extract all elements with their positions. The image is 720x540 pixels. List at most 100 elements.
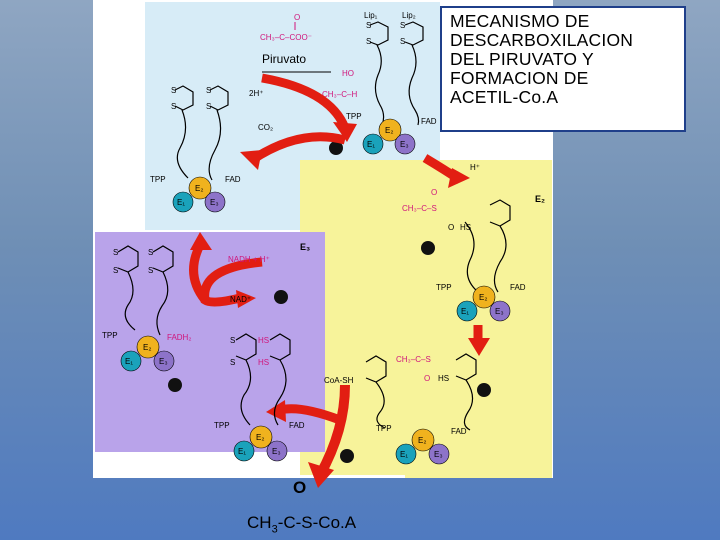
e1-yellow-label: E₁ xyxy=(461,307,469,316)
e1-bottom-label: E₁ xyxy=(238,447,246,456)
lip1-label: Lip₁ xyxy=(364,11,378,20)
title-line-4: FORMACION DE xyxy=(450,68,589,88)
e2-purple-label: E₂ xyxy=(143,343,151,352)
arrow-coa-head xyxy=(308,462,334,488)
lipoyl-yellow xyxy=(464,199,511,293)
e1-lt-label: E₁ xyxy=(177,198,185,207)
two-h-plus-label: 2H⁺ xyxy=(249,89,263,98)
arrow-nad-loop xyxy=(200,257,263,307)
s-lt-4: S xyxy=(206,102,211,111)
e2-lt-label: E₂ xyxy=(195,184,203,193)
e2-yellow xyxy=(472,285,496,309)
hs-red-1: HS xyxy=(258,336,269,345)
e3-purple xyxy=(153,350,175,372)
arrow-nad-head xyxy=(236,290,256,308)
s-top-1: S xyxy=(366,21,371,30)
arrow-top-yellow-head xyxy=(448,168,470,188)
e1-top-label: E₁ xyxy=(367,140,375,149)
lip2-label: Lip₂ xyxy=(402,11,416,20)
tpp-top-label: TPP xyxy=(346,112,362,121)
e2-panel-label: E₂ xyxy=(535,194,545,204)
e2-purple xyxy=(136,335,160,359)
e3-lower xyxy=(428,443,450,465)
lipoyl-lower xyxy=(365,353,477,431)
e1-lt xyxy=(172,191,194,213)
tpp-bottom-label: TPP xyxy=(214,421,230,430)
s-pt-4: S xyxy=(148,266,153,275)
s-pt-2: S xyxy=(113,266,118,275)
nad-label: NAD⁺ xyxy=(230,295,251,304)
e3-lower-label: E₃ xyxy=(434,450,443,459)
title-line-1: MECANISMO DE xyxy=(450,11,590,31)
dot-lower-right xyxy=(477,383,491,397)
coa-sh-label: CoA-SH xyxy=(324,376,354,385)
formula-rest: -C-S-Co.A xyxy=(277,513,357,532)
tpp-lower-label: TPP xyxy=(376,424,392,433)
arrow-to-purple-head xyxy=(266,400,286,422)
lipoyl-purple-top xyxy=(117,245,174,336)
e1-purple xyxy=(120,350,142,372)
ho-label: HO xyxy=(342,69,354,78)
e2-yellow-label: E₂ xyxy=(479,293,487,302)
s-red-1: S xyxy=(230,336,235,345)
e2-top xyxy=(378,118,402,142)
fad-lower-label: FAD xyxy=(451,427,467,436)
e3-purple-label: E₃ xyxy=(159,357,168,366)
e1-lower-label: E₁ xyxy=(400,450,408,459)
e3-yellow-label: E₃ xyxy=(495,307,504,316)
e1-purple-label: E₁ xyxy=(125,357,133,366)
e3-lt-label: E₃ xyxy=(210,198,219,207)
dot-top xyxy=(329,141,343,155)
co2-label: CO₂ xyxy=(258,123,273,132)
e2-bottom xyxy=(249,425,273,449)
e3-top xyxy=(394,133,416,155)
e3-panel-label: E₃ xyxy=(300,242,310,252)
e1-bottom xyxy=(233,440,255,462)
s-lt-3: S xyxy=(206,86,211,95)
arrow-pyruvate-head xyxy=(333,122,357,142)
fadh2-label: FADH₂ xyxy=(167,333,191,342)
fad-yellow-label: FAD xyxy=(510,283,526,292)
acetyl-thioester-label: CH₃–C–S xyxy=(402,204,437,213)
o-lower-label: O xyxy=(424,374,430,383)
e3-top-label: E₃ xyxy=(400,140,409,149)
lipoyl-left-top xyxy=(174,85,229,181)
hs-lower-label: HS xyxy=(438,374,449,383)
e2-bottom-label: E₂ xyxy=(256,433,264,442)
dot-purple-lower xyxy=(168,378,182,392)
arrow-yellow-down-head xyxy=(468,338,490,356)
hs-yellow-label: HS xyxy=(460,223,471,232)
arrow-coa-release xyxy=(315,384,350,478)
s-lt-1: S xyxy=(171,86,176,95)
e2-lower-label: E₂ xyxy=(418,436,426,445)
fad-top-label: FAD xyxy=(421,117,437,126)
title-line-3: DEL PIRUVATO Y xyxy=(450,49,594,69)
lipoyl-ring-top-1 xyxy=(369,21,424,126)
title-box: MECANISMO DE DESCARBOXILACION DEL PIRUVA… xyxy=(440,6,686,132)
hydroxyethyl-label: CH₃–C–H xyxy=(322,90,357,99)
e1-yellow xyxy=(456,300,478,322)
dot-purple xyxy=(274,290,288,304)
e3-lt xyxy=(204,191,226,213)
hs-red-2: HS xyxy=(258,358,269,367)
e1-lower xyxy=(395,443,417,465)
arrow-co2-head xyxy=(240,150,262,170)
e3-bottom-label: E₃ xyxy=(272,447,281,456)
s-pt-3: S xyxy=(148,248,153,257)
fad-lt-label: FAD xyxy=(225,175,241,184)
s-top-4: S xyxy=(400,37,405,46)
formula-sub: 3 xyxy=(271,523,278,536)
e3-bottom xyxy=(266,440,288,462)
arrow-co2-release xyxy=(249,132,347,164)
tpp-lt-label: TPP xyxy=(150,175,166,184)
dot-yellow-1 xyxy=(421,241,435,255)
dot-bottom xyxy=(340,449,354,463)
lipoyl-reduced xyxy=(235,333,291,426)
acetyl-o-label: O xyxy=(431,188,437,197)
fad-bottom-label: FAD xyxy=(289,421,305,430)
tpp-purple-label: TPP xyxy=(102,331,118,340)
s-lt-2: S xyxy=(171,102,176,111)
pyruvate-o-label: O xyxy=(294,13,300,22)
s-top-3: S xyxy=(400,21,405,30)
e1-top xyxy=(362,133,384,155)
